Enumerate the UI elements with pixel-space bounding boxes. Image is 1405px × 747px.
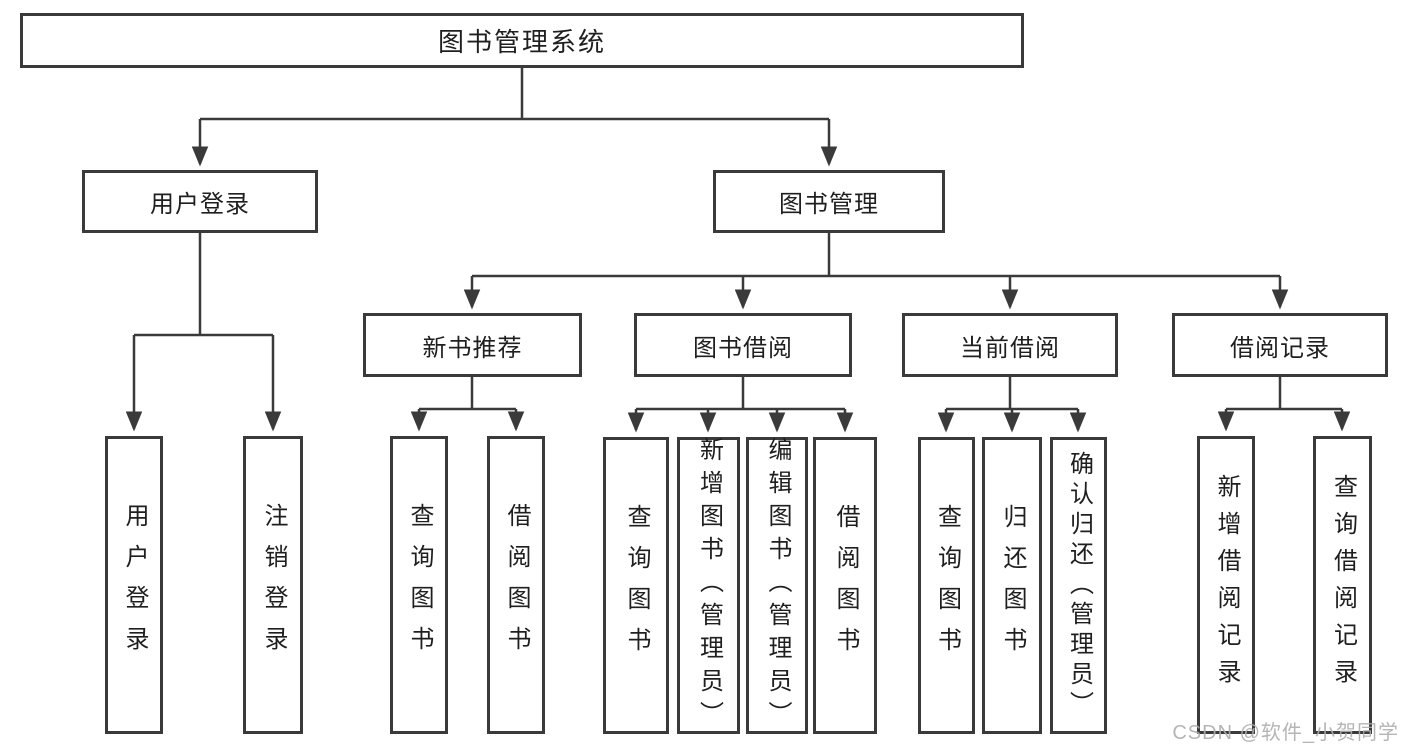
csdn-watermark: CSDN @软件_小贺同学 (1172, 722, 1399, 744)
node-book-borrowing: 图书借阅 (634, 313, 852, 377)
node-label: 当前借阅 (960, 334, 1060, 362)
node-label: 新书推荐 (422, 334, 523, 362)
leaf-br-add-record: 新增借阅记录 (1197, 436, 1255, 734)
leaf-cb-confirm-return-admin: 确认归还（管理员） (1050, 437, 1107, 734)
node-label: 借阅图书 (503, 503, 530, 667)
node-label: 图书管理 (779, 191, 879, 218)
node-new-book-recommend: 新书推荐 (363, 313, 582, 377)
node-label: 借阅记录 (1230, 334, 1330, 362)
node-label: 借阅图书 (832, 503, 859, 668)
node-label: 新增图书（管理员） (695, 437, 723, 734)
node-label: 新增借阅记录 (1213, 474, 1240, 696)
node-label: 归还图书 (999, 503, 1026, 668)
node-label: 用户登录 (150, 191, 250, 218)
node-current-borrowing: 当前借阅 (902, 313, 1118, 377)
leaf-bb-add-books-admin: 新增图书（管理员） (677, 437, 740, 734)
leaf-br-query-record: 查询借阅记录 (1313, 436, 1372, 734)
node-label: 查询图书 (623, 503, 650, 668)
node-label: 注销登录 (260, 503, 287, 667)
leaf-cb-query-books: 查询图书 (918, 437, 975, 734)
node-label: 查询图书 (933, 503, 961, 668)
leaf-nbr-borrow-books: 借阅图书 (487, 436, 545, 734)
node-book-management: 图书管理 (713, 170, 945, 233)
node-label: 用户登录 (121, 503, 148, 667)
node-borrow-records: 借阅记录 (1172, 313, 1388, 377)
leaf-bb-borrow-books: 借阅图书 (813, 437, 877, 734)
leaf-bb-query-books: 查询图书 (603, 437, 669, 734)
node-label: 图书借阅 (693, 334, 793, 362)
node-label: 查询图书 (406, 503, 433, 667)
leaf-logout: 注销登录 (243, 436, 303, 734)
leaf-nbr-query-books: 查询图书 (390, 436, 448, 734)
leaf-bb-edit-books-admin: 编辑图书（管理员） (746, 437, 808, 734)
leaf-cb-return-books: 归还图书 (982, 437, 1042, 734)
node-library-management-system: 图书管理系统 (20, 13, 1024, 68)
node-label: 查询借阅记录 (1329, 474, 1357, 696)
node-label: 确认归还（管理员） (1065, 450, 1093, 721)
leaf-user-login: 用户登录 (105, 436, 163, 734)
node-label: 编辑图书（管理员） (764, 437, 791, 734)
node-user-login: 用户登录 (82, 170, 318, 233)
node-label: 图书管理系统 (437, 27, 606, 57)
